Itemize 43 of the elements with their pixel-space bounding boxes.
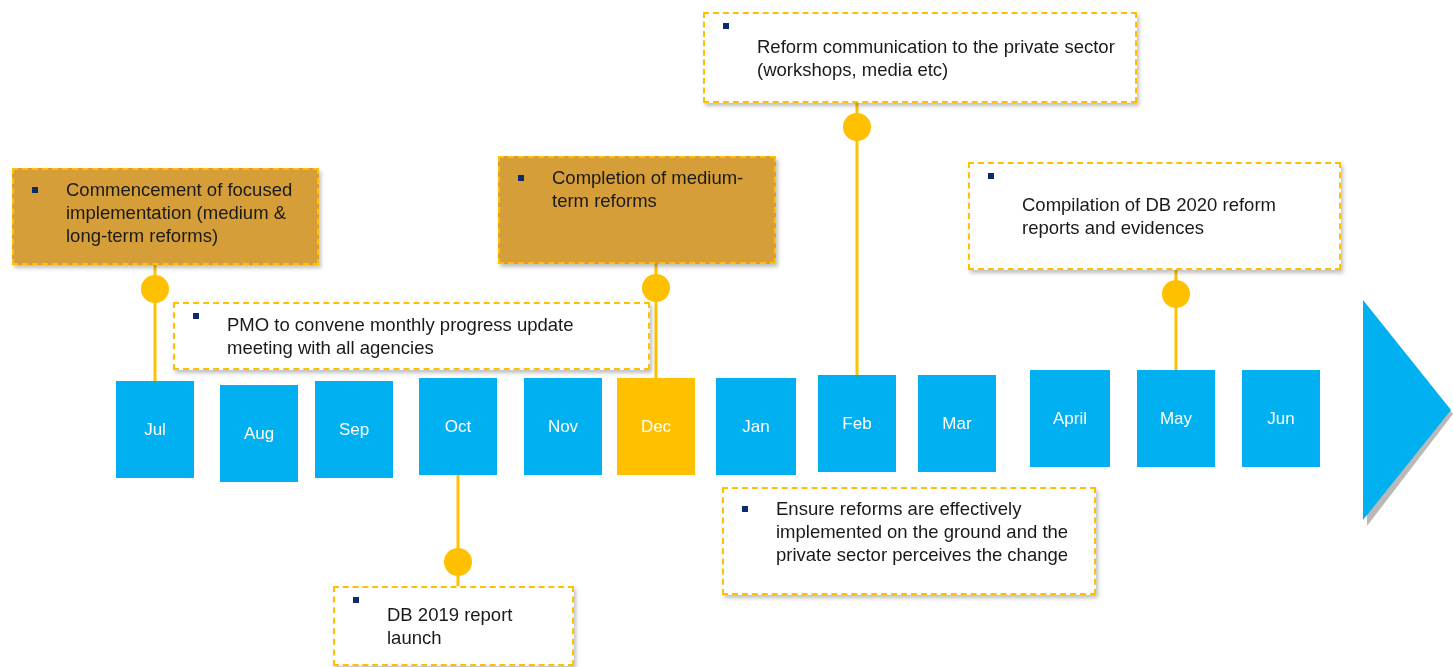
month-box xyxy=(617,378,695,475)
month-box xyxy=(315,381,393,478)
callout-text: DB 2019 report launch xyxy=(387,604,513,648)
callout-box xyxy=(722,487,1096,595)
callout-box xyxy=(968,162,1341,270)
month-label: Sep xyxy=(338,419,370,440)
month-label: Oct xyxy=(444,416,472,437)
month-label: Jul xyxy=(144,419,166,440)
connector-line xyxy=(1162,270,1190,370)
month-label: Feb xyxy=(842,413,872,434)
month-box xyxy=(116,381,194,478)
month-box xyxy=(1030,370,1110,467)
month-label: Jun xyxy=(1267,408,1295,429)
month-box xyxy=(419,378,497,475)
month-label: Mar xyxy=(942,413,972,434)
month-box xyxy=(818,375,896,472)
month-box xyxy=(524,378,602,475)
month-box xyxy=(1242,370,1320,467)
month-label: Aug xyxy=(243,423,275,444)
connector-line xyxy=(444,475,472,586)
month-box xyxy=(716,378,796,475)
connector-line xyxy=(642,264,670,378)
month-box xyxy=(1137,370,1215,467)
callout-box xyxy=(173,302,650,370)
month-box xyxy=(220,385,298,482)
callout-text: Ensure reforms are effectively implemented on the ground and the private sector perceives the change xyxy=(776,498,1069,565)
callout-box xyxy=(498,156,776,264)
callout-text: PMO to convene monthly progress update meeting with all agencies xyxy=(227,314,574,358)
callout-text: Commencement of focused implementation (medium & long-term reforms) xyxy=(66,179,293,246)
callout-text: Compilation of DB 2020 reform reports and evidences xyxy=(1022,194,1276,238)
callout-box xyxy=(333,586,574,666)
callout-text: Reform communication to the private sector (workshops, media etc) xyxy=(757,35,1115,80)
month-label: Jan xyxy=(742,416,770,437)
month-label: April xyxy=(1053,408,1087,429)
connector-line xyxy=(141,265,169,381)
month-label: May xyxy=(1159,408,1193,429)
callout-text: Completion of medium-term reforms xyxy=(552,167,744,211)
callout-box xyxy=(12,168,319,265)
month-box xyxy=(918,375,996,472)
connector-line xyxy=(843,103,871,375)
month-label: Dec xyxy=(640,416,672,437)
month-label: Nov xyxy=(547,416,579,437)
callout-box xyxy=(703,12,1137,103)
